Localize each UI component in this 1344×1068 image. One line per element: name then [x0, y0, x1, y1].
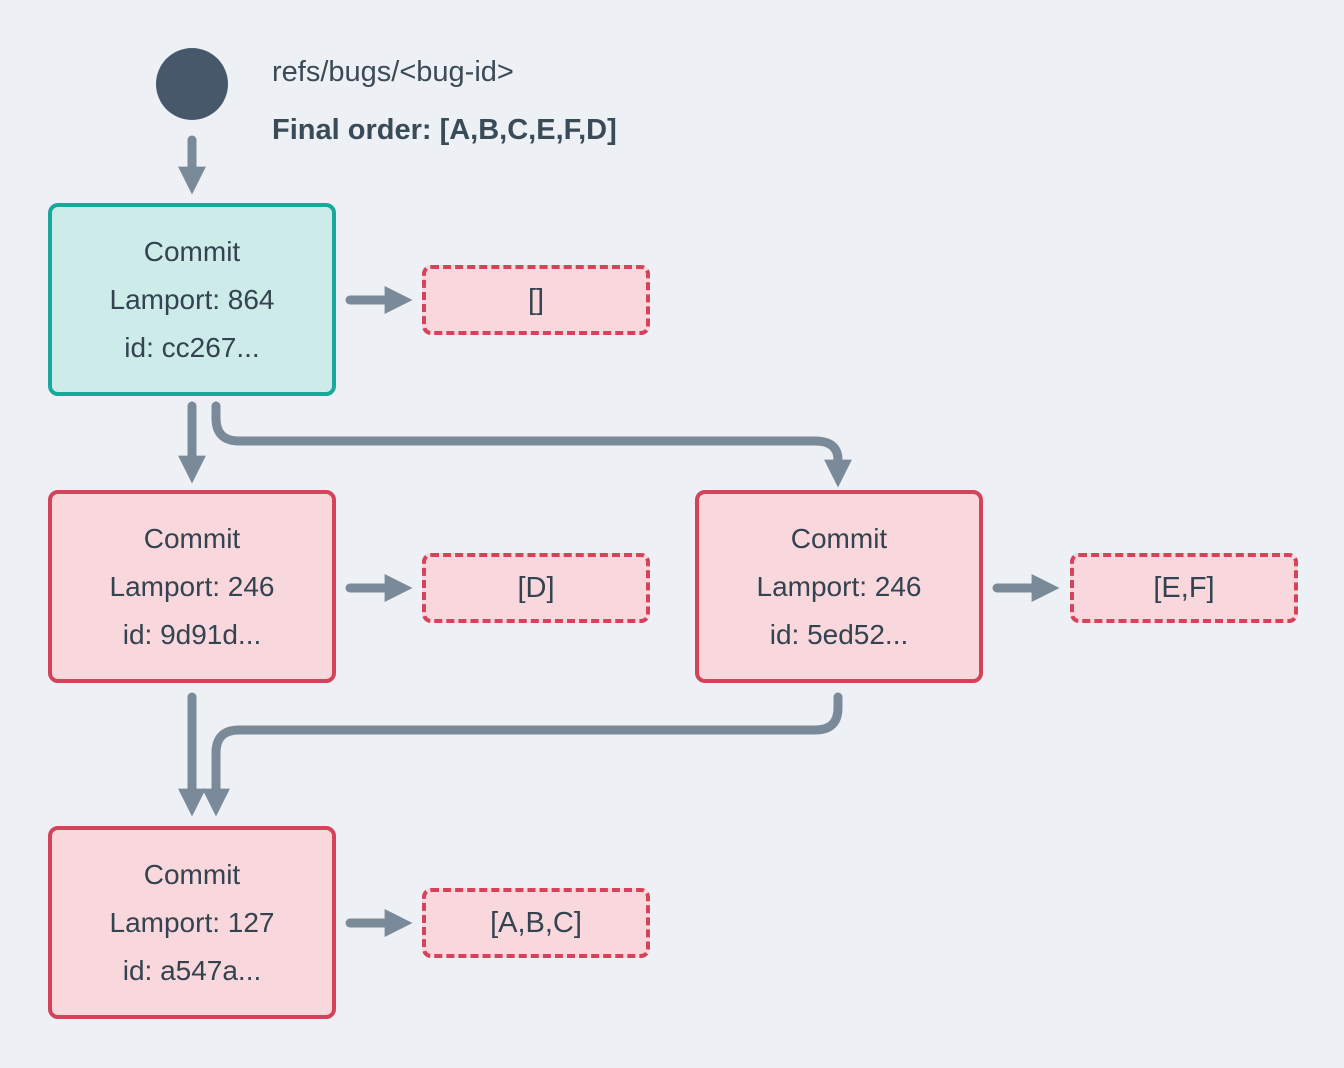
commit-title: Commit: [790, 522, 888, 554]
commit-node-right: Commit Lamport: 246 id: 5ed52...: [695, 490, 983, 683]
operations-box-right: [E,F]: [1070, 553, 1298, 623]
commit-lamport: Lamport: 246: [756, 570, 922, 602]
operations-list: []: [527, 283, 545, 316]
branch-ref-circle: [156, 48, 228, 120]
commit-id: id: 9d91d...: [122, 618, 262, 650]
arrow-root-to-right: [211, 401, 852, 488]
operations-box-head: []: [422, 265, 650, 335]
operations-list: [D]: [517, 571, 555, 604]
operations-box-bottom: [A,B,C]: [422, 888, 650, 958]
commit-id: id: a547a...: [122, 954, 262, 986]
operations-box-left: [D]: [422, 553, 650, 623]
branch-ref-label: refs/bugs/<bug-id>: [272, 56, 514, 88]
commit-id: id: cc267...: [124, 331, 260, 363]
commit-lamport: Lamport: 127: [109, 906, 275, 938]
commit-lamport: Lamport: 246: [109, 570, 275, 602]
commit-node-bottom: Commit Lamport: 127 id: a547a...: [48, 826, 336, 1019]
commit-title: Commit: [143, 235, 241, 267]
commit-title: Commit: [143, 522, 241, 554]
commit-id: id: 5ed52...: [769, 618, 909, 650]
commit-node-head: Commit Lamport: 864 id: cc267...: [48, 203, 336, 396]
operations-list: [A,B,C]: [490, 906, 582, 939]
final-order-label: Final order: [A,B,C,E,F,D]: [272, 114, 617, 146]
arrow-right-to-bottom: [202, 692, 843, 817]
commit-node-left: Commit Lamport: 246 id: 9d91d...: [48, 490, 336, 683]
commit-title: Commit: [143, 858, 241, 890]
operations-list: [E,F]: [1153, 571, 1215, 604]
commit-lamport: Lamport: 864: [109, 283, 275, 315]
